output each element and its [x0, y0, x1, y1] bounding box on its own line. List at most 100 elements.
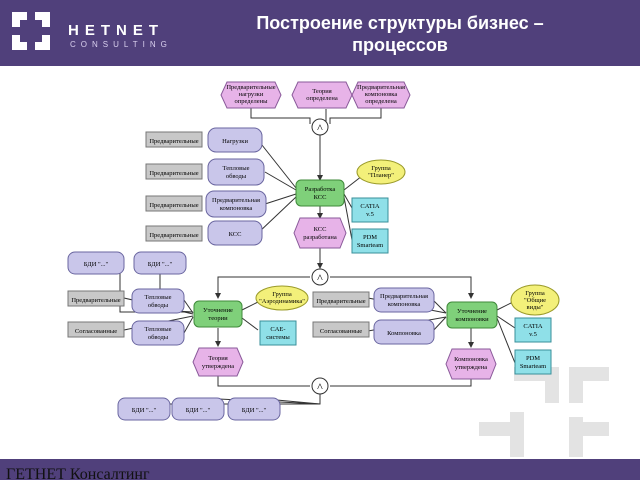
svg-text:"Планер": "Планер" [368, 172, 394, 179]
svg-text:Уточнение: Уточнение [203, 307, 233, 314]
event-theory-defined: Теория определена [291, 81, 353, 109]
svg-text:Тепловые: Тепловые [223, 165, 250, 172]
bdi-store-2: БДИ "..." [133, 251, 187, 275]
svg-text:утверждена: утверждена [202, 363, 234, 370]
svg-text:Нагрузки: Нагрузки [222, 138, 248, 145]
event-loads-defined: Предварительные нагрузки определены [220, 81, 282, 109]
bdi-store-bottom-3: БДИ "..." [227, 397, 281, 421]
svg-text:Предварительные: Предварительные [149, 202, 198, 209]
org-group-aerodynamics: Группа "Аэродинамика" [255, 285, 309, 311]
event-kss-developed: КСС разработана [293, 217, 347, 249]
data-left-contours-1: Тепловые обводы [131, 288, 185, 314]
svg-text:Уточнение: Уточнение [457, 308, 487, 315]
svg-text:БДИ "...": БДИ "..." [84, 261, 109, 268]
function-develop-kss: Разработка КСС [295, 179, 345, 207]
event-layout-approved: Компоновка утверждена [445, 348, 497, 380]
svg-text:теории: теории [208, 315, 228, 322]
system-catia-1: CATIA v.5 [351, 197, 389, 223]
footer-bar: ГЕТНЕТ Консалтинг [0, 459, 640, 483]
svg-text:виды": виды" [527, 304, 544, 311]
svg-text:системы: системы [266, 334, 290, 341]
svg-text:Предварительная: Предварительная [357, 84, 405, 91]
svg-text:БДИ "...": БДИ "..." [242, 407, 267, 414]
svg-text:Предварительная: Предварительная [380, 293, 428, 300]
svg-text:Согласованные: Согласованные [75, 328, 117, 335]
doc-left-preliminary: Предварительные [67, 290, 125, 307]
connector-top: ^ [311, 118, 329, 136]
data-preliminary-layout: Предварительная компоновка [205, 190, 267, 218]
svg-text:нагрузки: нагрузки [239, 91, 264, 98]
svg-text:БДИ "...": БДИ "..." [186, 407, 211, 414]
title-line-1: Построение структуры бизнес – [256, 13, 544, 33]
bdi-store-1: БДИ "..." [67, 251, 125, 275]
doc-left-agreed: Согласованные [67, 321, 125, 338]
header-bar: HETNET CONSULTING Построение структуры б… [0, 0, 640, 66]
svg-text:Разработка: Разработка [305, 186, 336, 193]
svg-text:Smarteam: Smarteam [520, 363, 546, 370]
org-group-general-views: Группа "Общие виды" [510, 284, 560, 316]
bdi-store-bottom-2: БДИ "..." [171, 397, 225, 421]
svg-text:КСС: КСС [314, 226, 327, 233]
svg-text:Теория: Теория [312, 88, 332, 95]
svg-text:определена: определена [306, 95, 338, 102]
svg-text:Согласованные: Согласованные [320, 328, 362, 335]
connector-middle: ^ [311, 268, 329, 286]
function-refine-theory: Уточнение теории [193, 300, 243, 328]
svg-text:разработана: разработана [303, 234, 337, 241]
page-title: Построение структуры бизнес – процессов [200, 12, 600, 56]
svg-text:PDM: PDM [363, 234, 377, 241]
bdi-store-bottom-1: БДИ "..." [117, 397, 171, 421]
svg-text:"Аэродинамика": "Аэродинамика" [259, 298, 305, 305]
function-refine-layout: Уточнение компоновки [446, 301, 498, 329]
svg-text:Теория: Теория [208, 355, 228, 362]
svg-text:компоновка: компоновка [365, 91, 398, 98]
doc-preliminary-3: Предварительные [145, 195, 203, 212]
system-cae: CAE- системы [259, 320, 297, 346]
svg-text:"Общие: "Общие [524, 297, 546, 304]
svg-text:утверждена: утверждена [455, 364, 487, 371]
data-loads: Нагрузки [207, 127, 263, 153]
doc-preliminary-1: Предварительные [145, 131, 203, 148]
svg-text:Smarteam: Smarteam [357, 242, 383, 249]
system-catia-2: CATIA v.5 [514, 317, 552, 343]
svg-text:обводы: обводы [226, 173, 247, 180]
svg-text:Компоновка: Компоновка [387, 330, 421, 337]
svg-text:Предварительная: Предварительная [212, 197, 260, 204]
svg-text:Предварительные: Предварительные [149, 138, 198, 145]
svg-text:определены: определены [235, 98, 269, 105]
doc-preliminary-4: Предварительные [145, 225, 203, 242]
svg-text:Группа: Группа [525, 290, 545, 297]
logo-word-consulting: CONSULTING [70, 40, 172, 49]
svg-text:БДИ "...": БДИ "..." [132, 407, 157, 414]
data-right-preliminary-layout: Предварительная компоновка [373, 287, 435, 313]
doc-right-agreed: Согласованные [312, 321, 370, 338]
svg-text:компоновка: компоновка [388, 301, 421, 308]
svg-text:Предварительные: Предварительные [316, 298, 365, 305]
logo-word-hetnet: HETNET [68, 22, 164, 39]
svg-text:Предварительные: Предварительные [71, 297, 120, 304]
svg-text:^: ^ [317, 121, 323, 135]
svg-text:^: ^ [317, 380, 323, 394]
data-kss: КСС [207, 220, 263, 246]
data-left-contours-2: Тепловые обводы [131, 320, 185, 346]
svg-text:Предварительные: Предварительные [149, 170, 198, 177]
svg-text:Компоновка: Компоновка [454, 356, 488, 363]
svg-text:БДИ "...": БДИ "..." [148, 261, 173, 268]
system-pdm-2: PDM Smarteam [514, 349, 552, 375]
title-line-2: процессов [352, 35, 448, 55]
svg-text:компоновка: компоновка [220, 205, 253, 212]
doc-preliminary-2: Предварительные [145, 163, 203, 180]
doc-right-preliminary: Предварительные [312, 291, 370, 308]
svg-text:обводы: обводы [148, 302, 169, 309]
connector-bottom: ^ [311, 377, 329, 395]
svg-text:Тепловые: Тепловые [145, 326, 172, 333]
svg-text:CAE-: CAE- [270, 326, 285, 333]
svg-text:v.5: v.5 [366, 211, 374, 218]
system-pdm-1: PDM Smarteam [351, 228, 389, 254]
data-right-layout: Компоновка [373, 319, 435, 345]
svg-text:определена: определена [365, 98, 397, 105]
watermark-logo-icon [479, 367, 609, 457]
svg-text:обводы: обводы [148, 334, 169, 341]
svg-text:компоновки: компоновки [455, 316, 489, 323]
footer-company: ГЕТНЕТ Консалтинг [6, 466, 150, 483]
